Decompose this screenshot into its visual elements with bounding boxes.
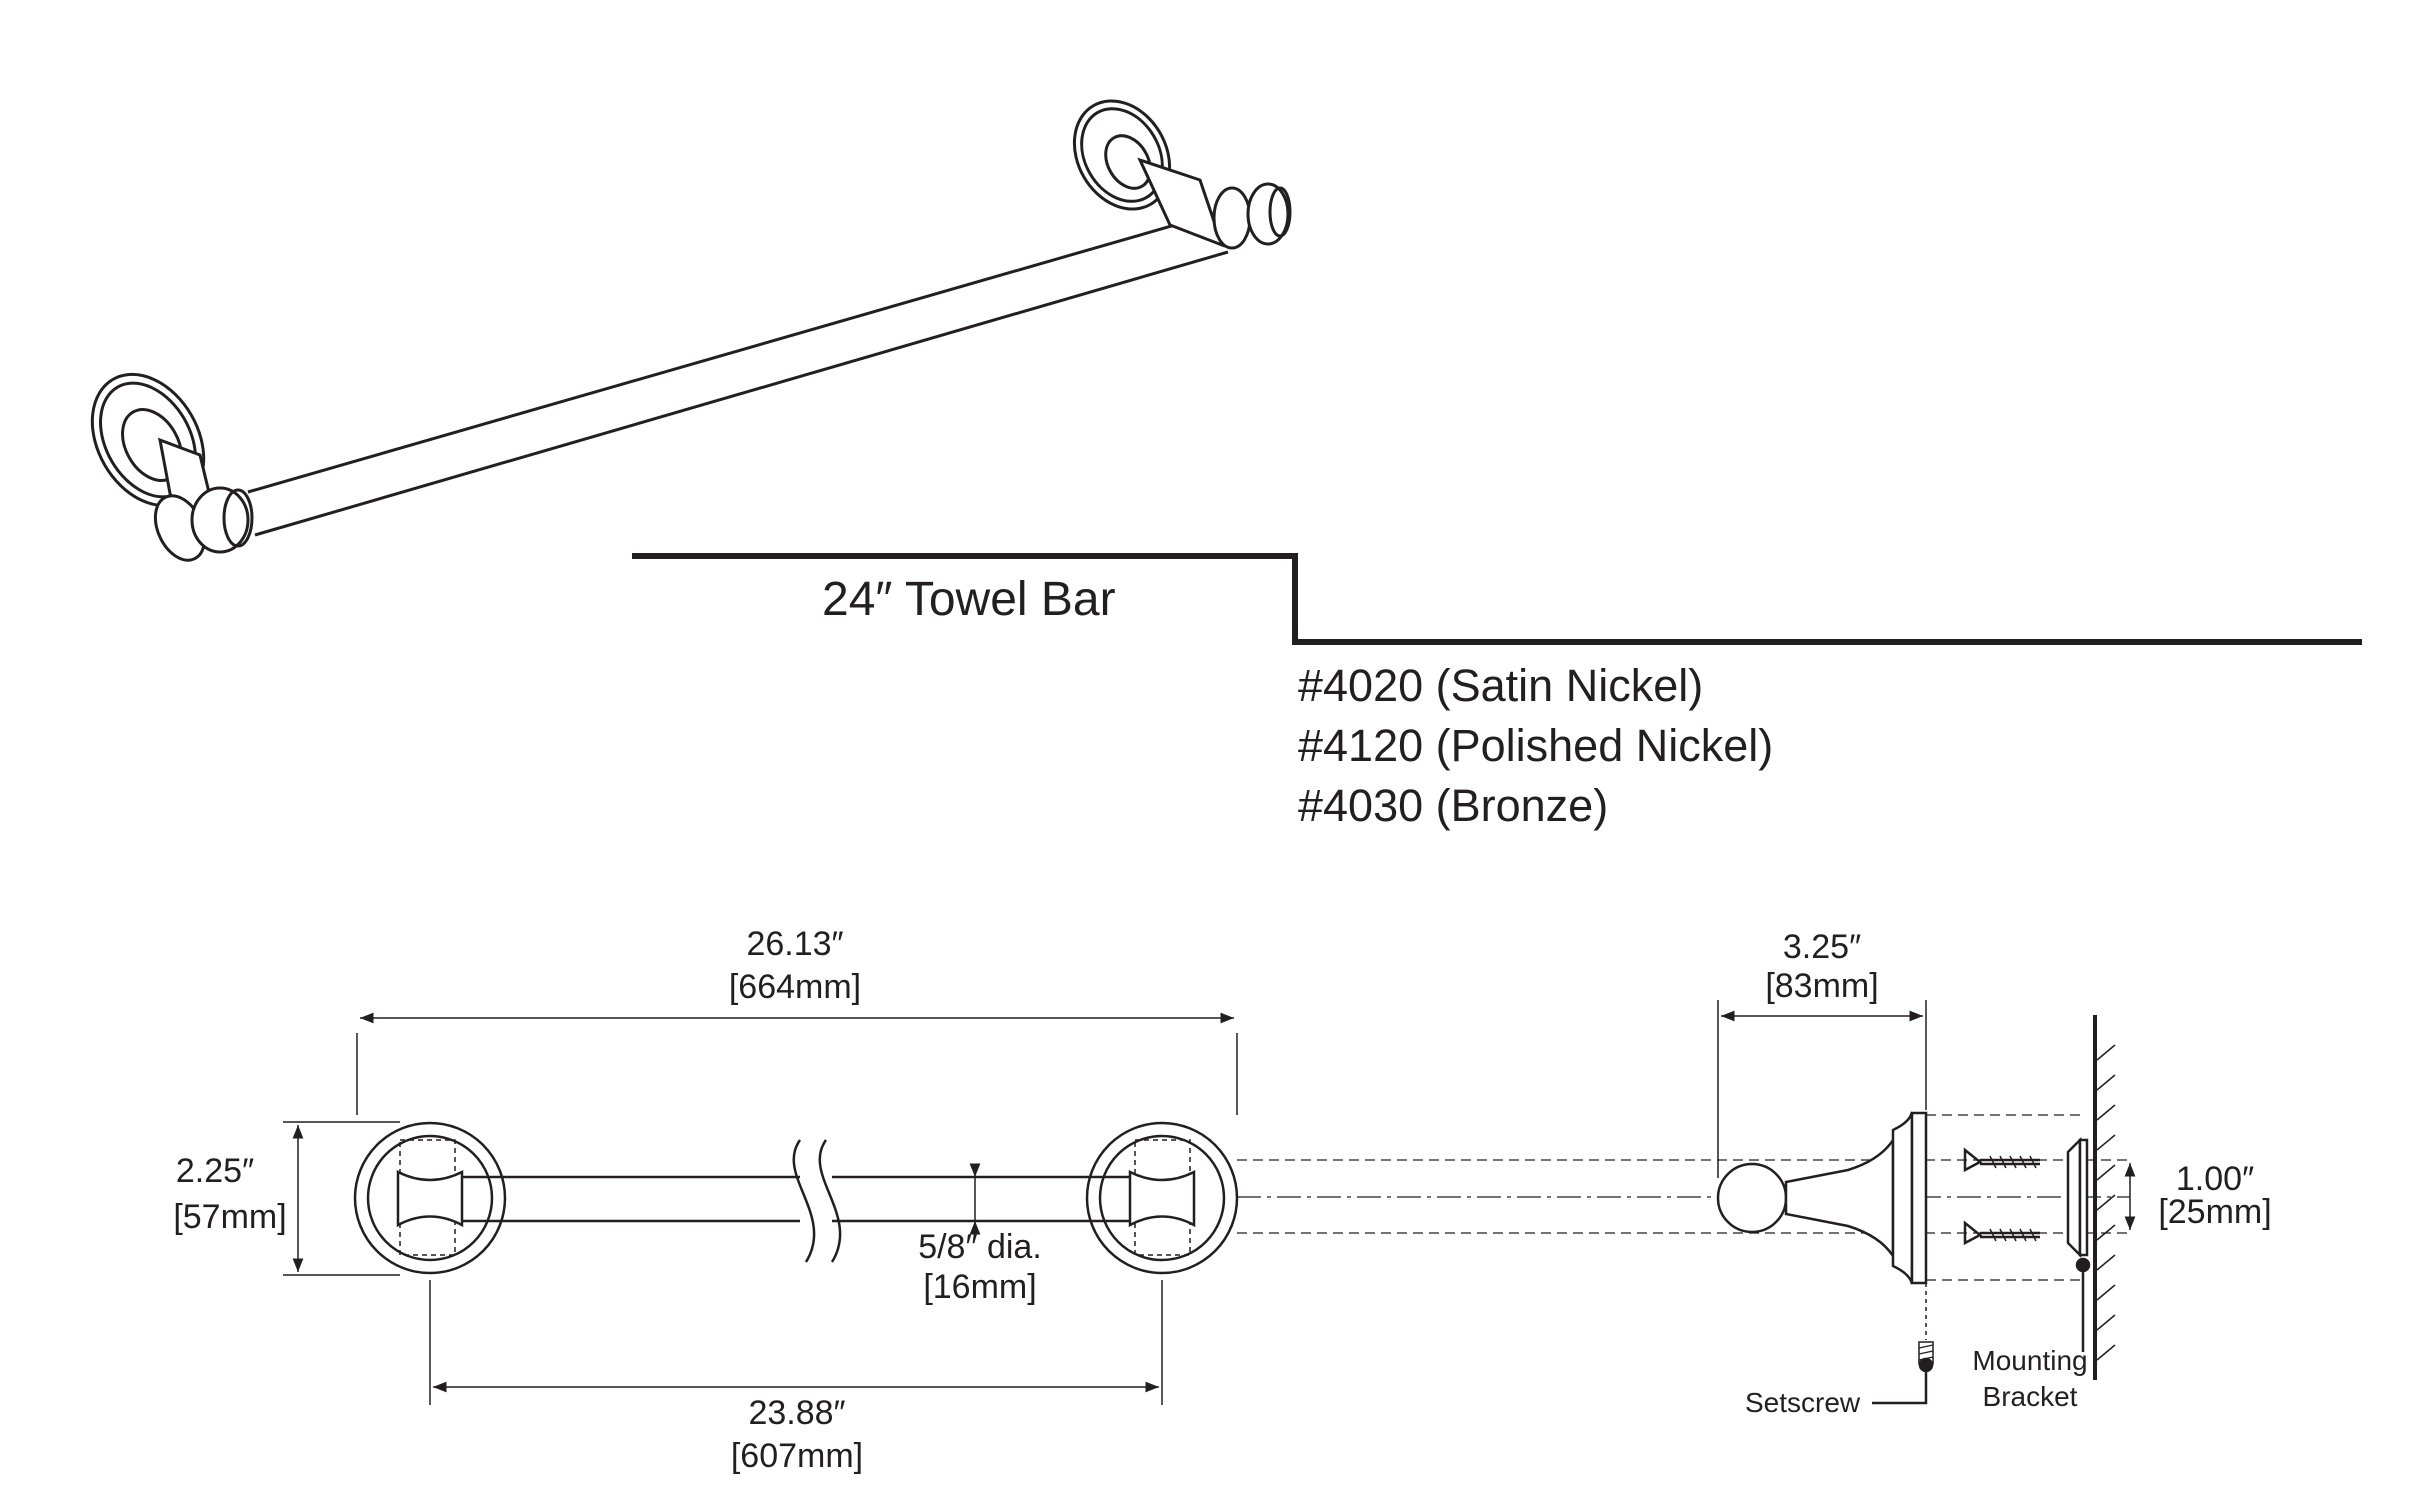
bar-diameter-mm: [16mm] — [923, 1268, 1037, 1306]
projection-inches: 3.25″ — [1782, 928, 1862, 966]
perspective-illustration — [90, 99, 1292, 562]
center-length-inches: 23.88″ — [748, 1394, 846, 1432]
center-length-mm: [607mm] — [730, 1437, 864, 1475]
bracket-label: Bracket — [1982, 1381, 2078, 1412]
setscrew-label: Setscrew — [1745, 1387, 1861, 1418]
bracket-spacing-inches: 1.00″ — [2175, 1160, 2255, 1198]
front-right-flange — [1085, 1121, 1239, 1275]
model-satin-nickel: #4020 (Satin Nickel) — [1298, 660, 1704, 711]
mounting-label: Mounting — [1972, 1345, 2088, 1376]
flange-height-mm: [57mm] — [173, 1198, 287, 1236]
overall-length-inches: 26.13″ — [746, 925, 844, 963]
mounting-bracket — [2066, 1136, 2082, 1259]
title-divider-line — [632, 553, 2362, 645]
flange-height-inches: 2.25″ — [175, 1152, 255, 1190]
front-view — [353, 1121, 1239, 1275]
front-left-flange — [353, 1121, 507, 1275]
wall-screws — [1963, 1147, 2040, 1246]
bar-diameter-inches: 5/8″ dia. — [918, 1228, 1042, 1266]
model-bronze: #4030 (Bronze) — [1298, 780, 1609, 831]
product-title: 24″ Towel Bar — [822, 573, 1116, 626]
projection-mm: [83mm] — [1765, 967, 1879, 1005]
right-flange — [1072, 99, 1172, 211]
bracket-spacing-mm: [25mm] — [2158, 1193, 2272, 1231]
projection-lines — [1237, 1114, 2130, 1281]
side-dimension-lines — [1717, 1000, 2136, 1230]
overall-length-mm: [664mm] — [728, 968, 862, 1006]
callout-leaders — [1872, 1257, 2091, 1405]
side-view — [1716, 1015, 2116, 1380]
front-dimension-lines — [283, 1012, 1238, 1405]
side-end-knob — [1716, 1162, 1788, 1234]
model-polished-nickel: #4120 (Polished Nickel) — [1298, 720, 1774, 771]
